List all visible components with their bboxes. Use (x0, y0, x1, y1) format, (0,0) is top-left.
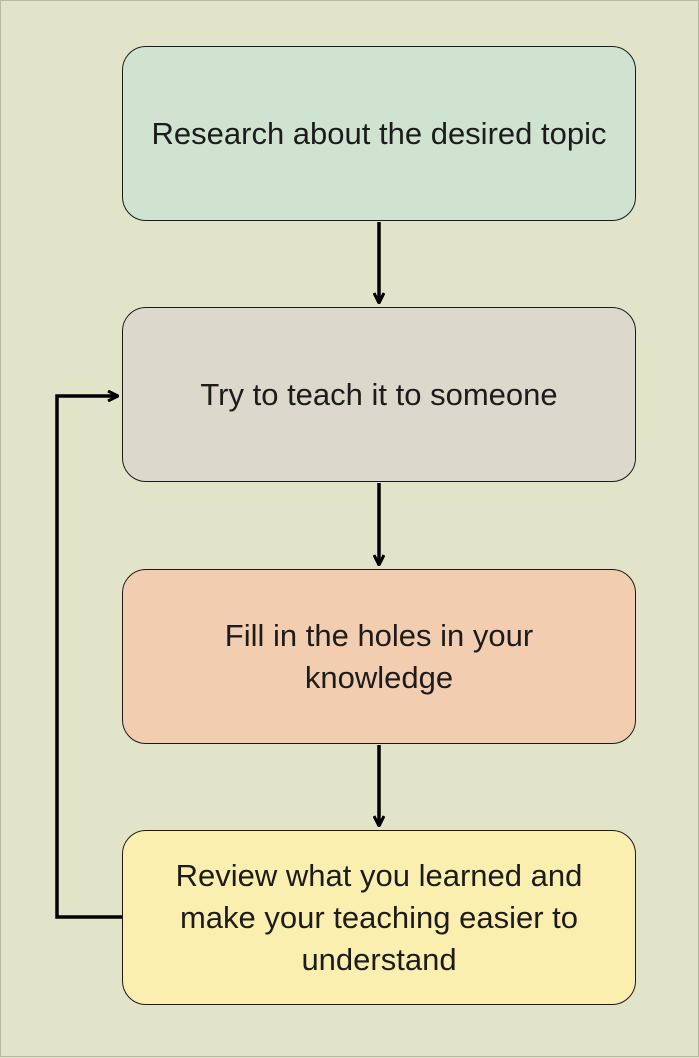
arrow-review-loop-to-teach (55, 396, 122, 919)
node-teach: Try to teach it to someone (122, 307, 636, 482)
node-review: Review what you learned and make your te… (122, 830, 636, 1005)
node-research: Research about the desired topic (122, 46, 636, 221)
node-teach-label: Try to teach it to someone (200, 376, 558, 412)
node-review-label: Review what you learned and make your te… (175, 857, 583, 977)
node-fill-holes-label: Fill in the holes in your knowledge (224, 617, 534, 695)
node-research-label: Research about the desired topic (151, 115, 607, 151)
node-fill-holes: Fill in the holes in your knowledge (122, 569, 636, 744)
